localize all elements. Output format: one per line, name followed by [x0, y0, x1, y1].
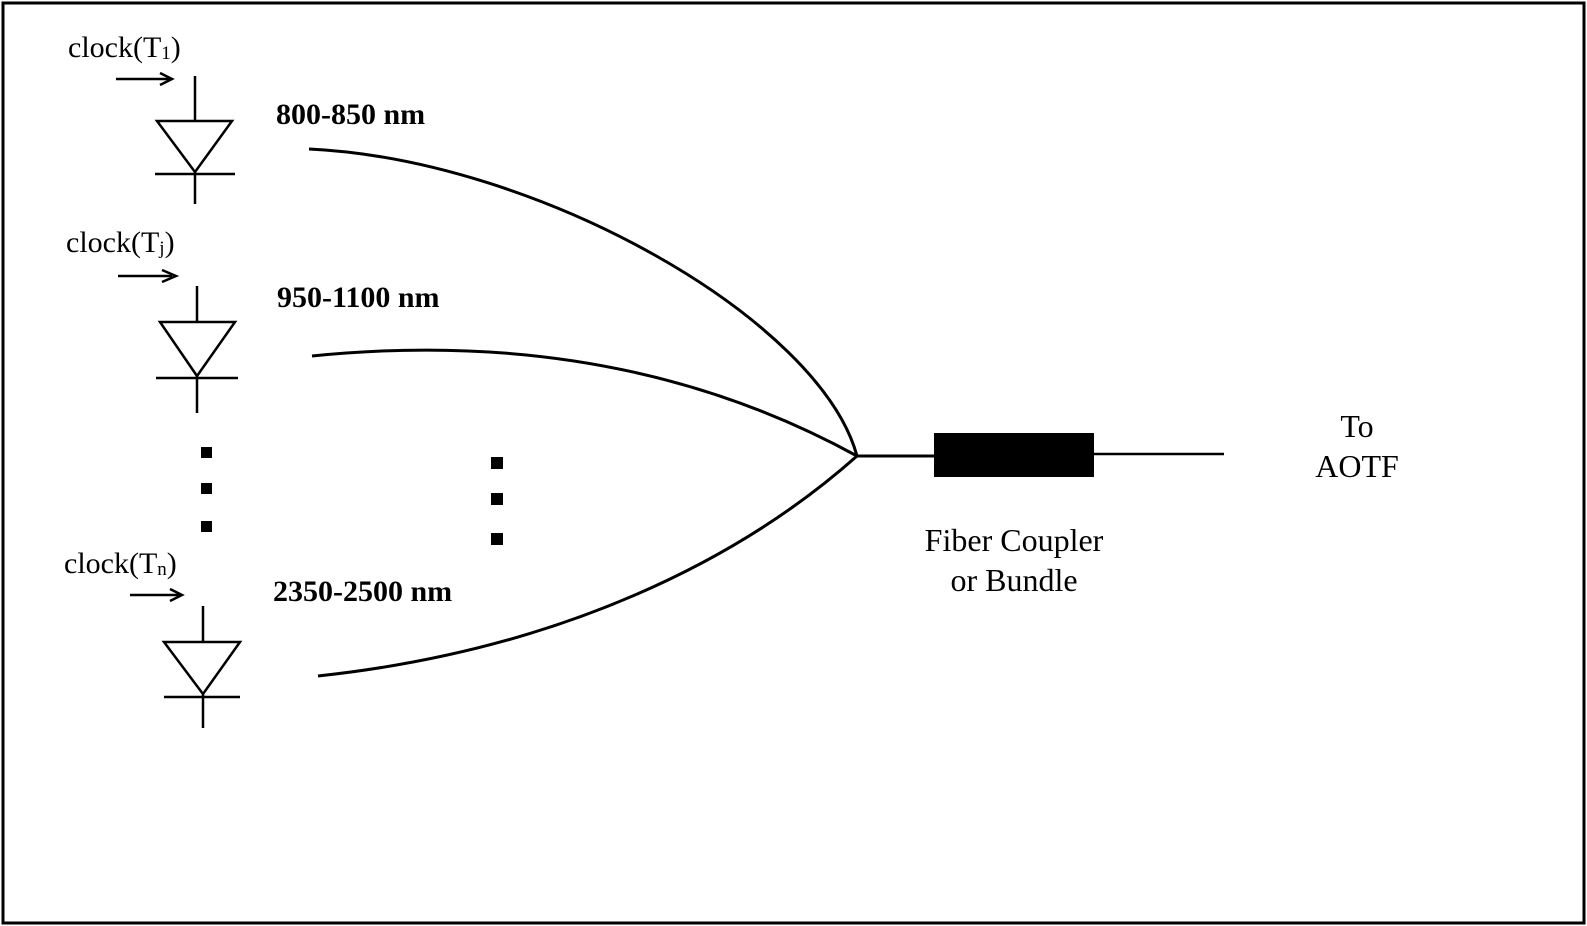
fiber-1 — [308, 147, 859, 457]
source-n: clock(Tn) 2350-2500 nm — [64, 547, 452, 728]
coupler-label-line1: Fiber Coupler — [925, 522, 1104, 558]
fiber-n — [317, 454, 858, 678]
clock-arrow-n — [130, 587, 185, 603]
source-2: clock(Tj) 950-1100 nm — [66, 226, 440, 413]
diode-icon-1 — [154, 119, 235, 175]
ellipsis-dots-left — [201, 447, 212, 532]
fiber-coupler-block — [934, 433, 1094, 477]
source-1: clock(T1) 800-850 nm — [68, 31, 425, 204]
band-label-2: 950-1100 nm — [277, 281, 440, 314]
band-label-1: 800-850 nm — [276, 98, 425, 131]
output-label-line2: AOTF — [1315, 448, 1399, 484]
clock-label-1: clock(T1) — [68, 31, 181, 64]
output-label-line1: To — [1340, 408, 1373, 444]
fiber-2 — [311, 348, 858, 458]
clock-arrow-2 — [118, 268, 180, 284]
diode-icon-2 — [157, 320, 238, 379]
ellipsis-dots-middle — [491, 457, 503, 545]
coupler-label-line2: or Bundle — [950, 562, 1077, 598]
clock-label-n: clock(Tn) — [64, 547, 177, 580]
clock-arrow-1 — [116, 71, 175, 87]
clock-label-2: clock(Tj) — [66, 226, 175, 259]
band-label-n: 2350-2500 nm — [273, 575, 452, 608]
diode-icon-n — [161, 640, 243, 697]
